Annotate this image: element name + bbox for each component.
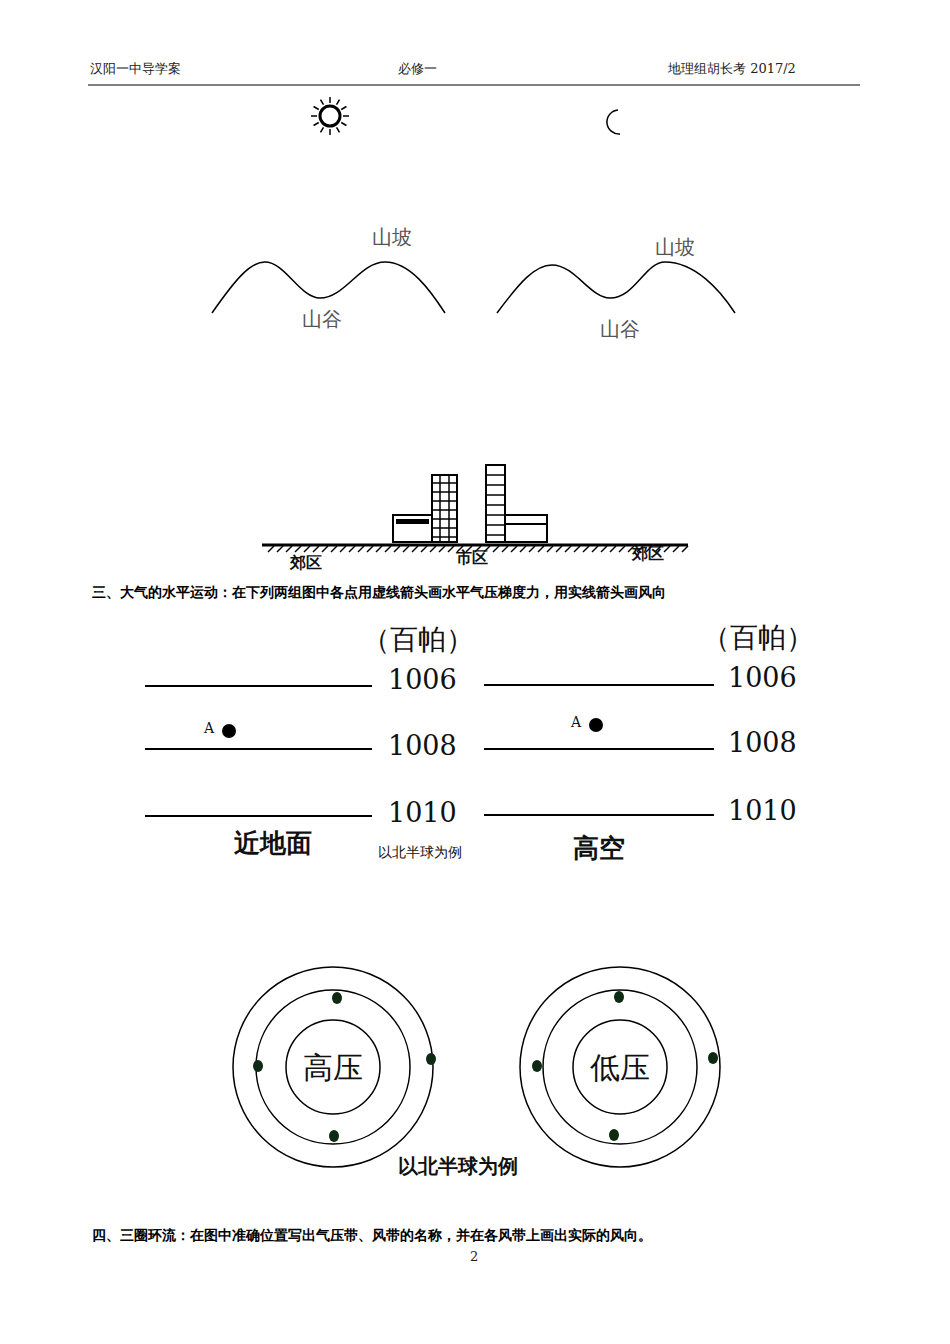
mountain-profile xyxy=(497,262,735,313)
city-illustration xyxy=(262,465,688,552)
unit-label: （百帕） xyxy=(362,624,474,656)
point-dot xyxy=(222,724,236,738)
isobar-value: 1006 xyxy=(728,662,797,693)
suburb-label: 郊区 xyxy=(290,554,322,572)
note-text: 以北半球为例 xyxy=(378,844,462,860)
panel-caption: 近地面 xyxy=(234,829,312,859)
pressure-label: 低压 xyxy=(571,1047,669,1088)
isobar-value: 1010 xyxy=(388,797,457,828)
page-number: 2 xyxy=(470,1250,478,1265)
mountain-profile xyxy=(212,262,445,313)
suburb-label: 郊区 xyxy=(632,545,664,563)
city-label: 市区 xyxy=(456,549,488,567)
isobar-value: 1010 xyxy=(728,795,797,826)
header-rule xyxy=(88,85,860,86)
pressure-rings xyxy=(233,967,720,1167)
valley-label: 山谷 xyxy=(600,318,640,341)
isobar-value: 1008 xyxy=(388,730,457,761)
slope-label: 山坡 xyxy=(655,236,695,259)
valley-label: 山谷 xyxy=(302,308,342,331)
isobar-value: 1006 xyxy=(388,664,457,695)
point-label: A xyxy=(204,720,214,736)
unit-label: （百帕） xyxy=(702,622,814,654)
section-heading: 三、大气的水平运动：在下列两组图中各点用虚线箭头画水平气压梯度力，用实线箭头画风… xyxy=(92,584,666,600)
isobar-value: 1008 xyxy=(728,727,797,758)
pressure-label: 高压 xyxy=(284,1047,382,1088)
panel-caption: 高空 xyxy=(573,834,625,864)
pressure-center: 高压 xyxy=(284,1018,382,1116)
section-heading: 四、三圈环流：在图中准确位置写出气压带、风带的名称，并在各风带上画出实际的风向。 xyxy=(92,1227,652,1243)
header-text: 汉阳一中导学案 xyxy=(90,62,181,77)
point-label: A xyxy=(571,714,581,730)
moon-symbol xyxy=(607,110,620,134)
sun-symbol xyxy=(311,97,349,135)
point-dot xyxy=(589,718,603,732)
slope-label: 山坡 xyxy=(372,226,412,249)
header-text: 必修一 xyxy=(398,62,437,77)
ring-dots xyxy=(253,991,718,1142)
note-text: 以北半球为例 xyxy=(398,1155,518,1178)
pressure-center: 低压 xyxy=(571,1018,669,1116)
header-text: 地理组胡长考 2017/2 xyxy=(668,62,796,77)
isobars xyxy=(145,685,714,816)
